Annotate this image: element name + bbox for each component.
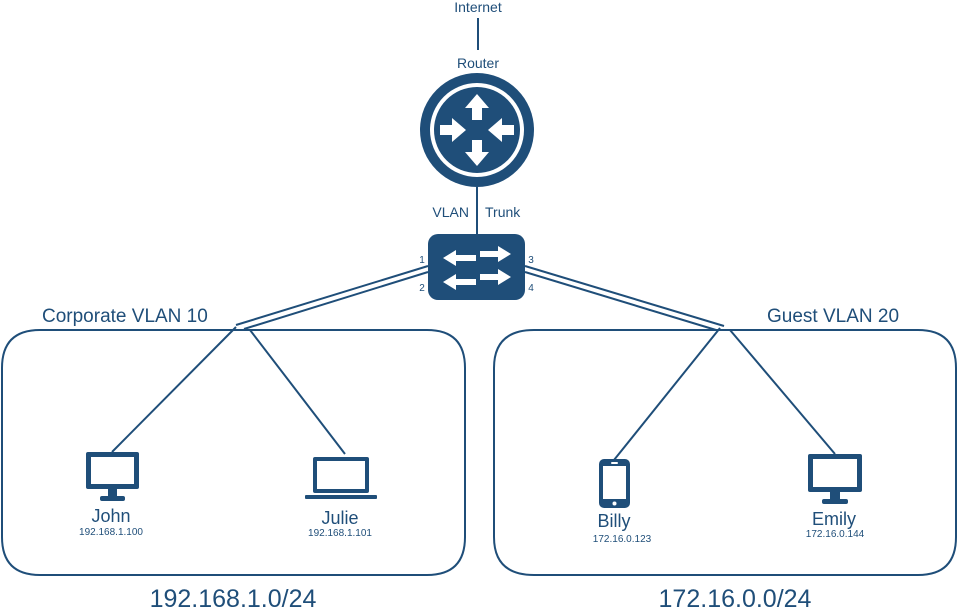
host-john-ip: 192.168.1.100 (79, 527, 143, 538)
phone-icon[interactable] (599, 459, 630, 508)
router-label: Router (457, 55, 499, 71)
host-julie-ip: 192.168.1.101 (308, 528, 372, 539)
trunk-label-right: Trunk (485, 204, 521, 220)
vlan20-label: Guest VLAN 20 (767, 306, 899, 327)
desktop-icon[interactable] (808, 454, 862, 504)
host-billy-ip: 172.16.0.123 (593, 534, 652, 545)
switch-port3-link (524, 265, 725, 327)
port-2-label: 2 (419, 283, 425, 294)
switch-port2-link (243, 271, 429, 330)
vlan10-subnet: 192.168.1.0/24 (150, 585, 317, 613)
desktop-icon[interactable] (86, 452, 139, 501)
trunk-label-left: VLAN (432, 204, 469, 220)
host-emily-ip: 172.16.0.144 (806, 529, 865, 540)
host-julie-name: Julie (321, 508, 358, 528)
billy-link (613, 327, 721, 461)
port-3-label: 3 (528, 255, 534, 266)
switch-port4-link (524, 271, 717, 331)
router-icon[interactable] (420, 73, 534, 187)
vlan10-label: Corporate VLAN 10 (42, 306, 208, 327)
switch-port1-link (235, 265, 429, 326)
vlan20-subnet: 172.16.0.0/24 (659, 585, 812, 613)
emily-link (729, 329, 836, 455)
julie-link (249, 329, 346, 455)
internet-label: Internet (454, 0, 502, 15)
vlan10-box (1, 329, 466, 576)
switch-icon[interactable] (428, 234, 525, 300)
host-emily-name: Emily (812, 509, 856, 529)
host-billy-name: Billy (597, 511, 630, 531)
john-link (111, 326, 237, 453)
vlan20-box (493, 329, 957, 576)
port-1-label: 1 (419, 255, 425, 266)
host-john-name: John (91, 506, 130, 526)
port-4-label: 4 (528, 283, 534, 294)
laptop-icon[interactable] (305, 457, 377, 499)
